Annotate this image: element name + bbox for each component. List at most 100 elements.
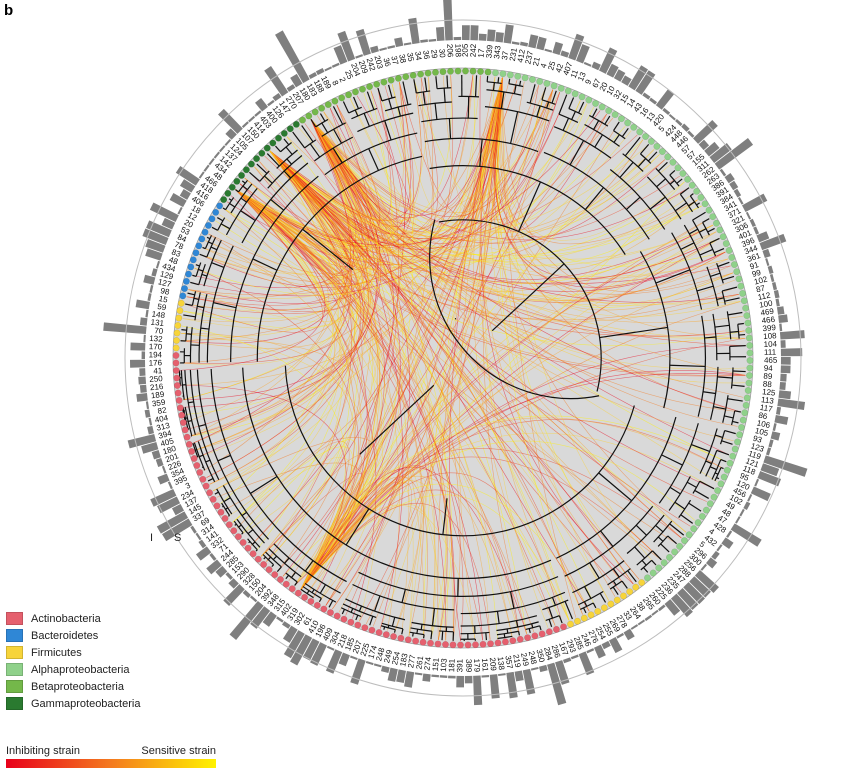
- strain-id-label: 205: [461, 43, 470, 57]
- strain-node: [742, 401, 750, 409]
- gradient-right-label: Sensitive strain: [141, 745, 216, 757]
- interaction-link: [235, 189, 484, 641]
- abundance-bar: [756, 231, 770, 243]
- interaction-link: [235, 75, 474, 253]
- legend-item-bacteroidetes: Bacteroidetes: [6, 627, 140, 644]
- strain-id-label: 117: [759, 403, 774, 414]
- tree-branch: [207, 478, 214, 482]
- interaction-link: [269, 150, 714, 284]
- strain-node: [733, 268, 741, 276]
- tree-branch: [699, 428, 718, 474]
- tree-branch: [201, 466, 204, 468]
- interaction-link: [181, 333, 355, 590]
- tree-branch: [612, 580, 617, 586]
- tree-branch: [422, 91, 426, 105]
- tree-branch: [655, 168, 676, 190]
- tree-branch: [302, 586, 322, 599]
- strain-id-label: 170: [149, 342, 163, 351]
- abundance-bar: [555, 660, 570, 685]
- abundance-bar: [716, 544, 723, 552]
- abundance-bar: [195, 532, 202, 541]
- color-gradient-key: Inhibiting strain Sensitive strain: [6, 745, 216, 768]
- ring-mark-outer: I: [150, 532, 154, 544]
- tree-branch: [496, 621, 539, 632]
- interaction-link: [496, 77, 698, 245]
- abundance-bar: [275, 30, 310, 84]
- strain-id-labels: 3534362930206198205242173393433723141223…: [149, 43, 778, 673]
- tree-branch: [569, 140, 585, 166]
- strain-node: [736, 431, 743, 439]
- abundance-bar: [156, 511, 189, 534]
- abundance-bar: [777, 398, 806, 411]
- strain-id-label: 198: [453, 44, 462, 58]
- abundance-bar: [689, 576, 711, 598]
- strain-id-label: 399: [762, 323, 777, 333]
- strain-node: [462, 67, 469, 75]
- tree-branch: [250, 475, 278, 494]
- abundance-bar: [637, 619, 646, 626]
- strain-id-label: 361: [746, 251, 762, 264]
- abundance-bar: [394, 37, 404, 48]
- tree-branch: [192, 274, 197, 277]
- tree-branch: [689, 193, 694, 197]
- tree-branch: [184, 370, 196, 435]
- strain-node: [564, 87, 572, 95]
- tree-branch: [474, 75, 478, 97]
- tree-branch: [185, 303, 193, 306]
- strain-node: [594, 608, 602, 615]
- tree-branch: [210, 368, 347, 583]
- strain-node: [224, 189, 232, 197]
- abundance-bar: [229, 600, 264, 640]
- tree-branch: [613, 130, 626, 140]
- tree-branch: [491, 263, 565, 332]
- abundance-bar: [147, 293, 152, 302]
- strain-node: [387, 76, 395, 84]
- abundance-bar: [613, 69, 626, 82]
- strain-node: [710, 493, 718, 501]
- interaction-link: [310, 75, 474, 219]
- strain-node: [676, 542, 684, 550]
- tree-branch: [675, 202, 687, 212]
- strain-node: [574, 617, 581, 625]
- tree-branch: [285, 574, 290, 580]
- strain-node: [671, 548, 678, 556]
- tree-branch: [439, 630, 454, 633]
- abundance-bar: [630, 624, 639, 630]
- strain-id-label: 25: [546, 60, 557, 72]
- tree-branch: [222, 485, 265, 544]
- strain-id-label: 237: [523, 50, 535, 66]
- tree-branch: [284, 557, 290, 564]
- tree-branch: [655, 524, 664, 533]
- interaction-link: [269, 150, 381, 586]
- strain-node: [205, 222, 212, 229]
- strain-node: [605, 107, 613, 115]
- strain-node: [199, 475, 207, 483]
- abundance-bar: [765, 447, 772, 456]
- tree-branch: [722, 395, 729, 423]
- strain-node: [368, 626, 376, 634]
- strain-id-label: 132: [149, 334, 163, 344]
- tree-branch: [551, 597, 556, 606]
- interaction-link: [269, 150, 498, 639]
- tree-branch: [717, 261, 730, 268]
- strain-id-label: 53: [179, 225, 191, 237]
- tree-branch: [446, 75, 449, 88]
- tree-branch: [680, 242, 695, 250]
- strain-node: [174, 389, 182, 397]
- tree-branch: [497, 77, 500, 84]
- abundance-bar: [282, 621, 291, 629]
- strain-node: [690, 525, 698, 533]
- tree-branch: [242, 185, 248, 191]
- interaction-link: [310, 77, 503, 216]
- tree-branch: [691, 443, 710, 453]
- strain-id-label: 98: [160, 286, 171, 297]
- abundance-bar: [370, 45, 379, 54]
- strain-id-label: 67: [591, 77, 603, 89]
- strain-node: [190, 455, 198, 462]
- strain-id-label: 42: [554, 62, 566, 74]
- tree-branch: [519, 80, 522, 86]
- abundance-bar: [658, 604, 666, 612]
- tree-branch: [720, 458, 727, 463]
- abundance-bar: [151, 268, 158, 277]
- strain-node: [206, 489, 213, 497]
